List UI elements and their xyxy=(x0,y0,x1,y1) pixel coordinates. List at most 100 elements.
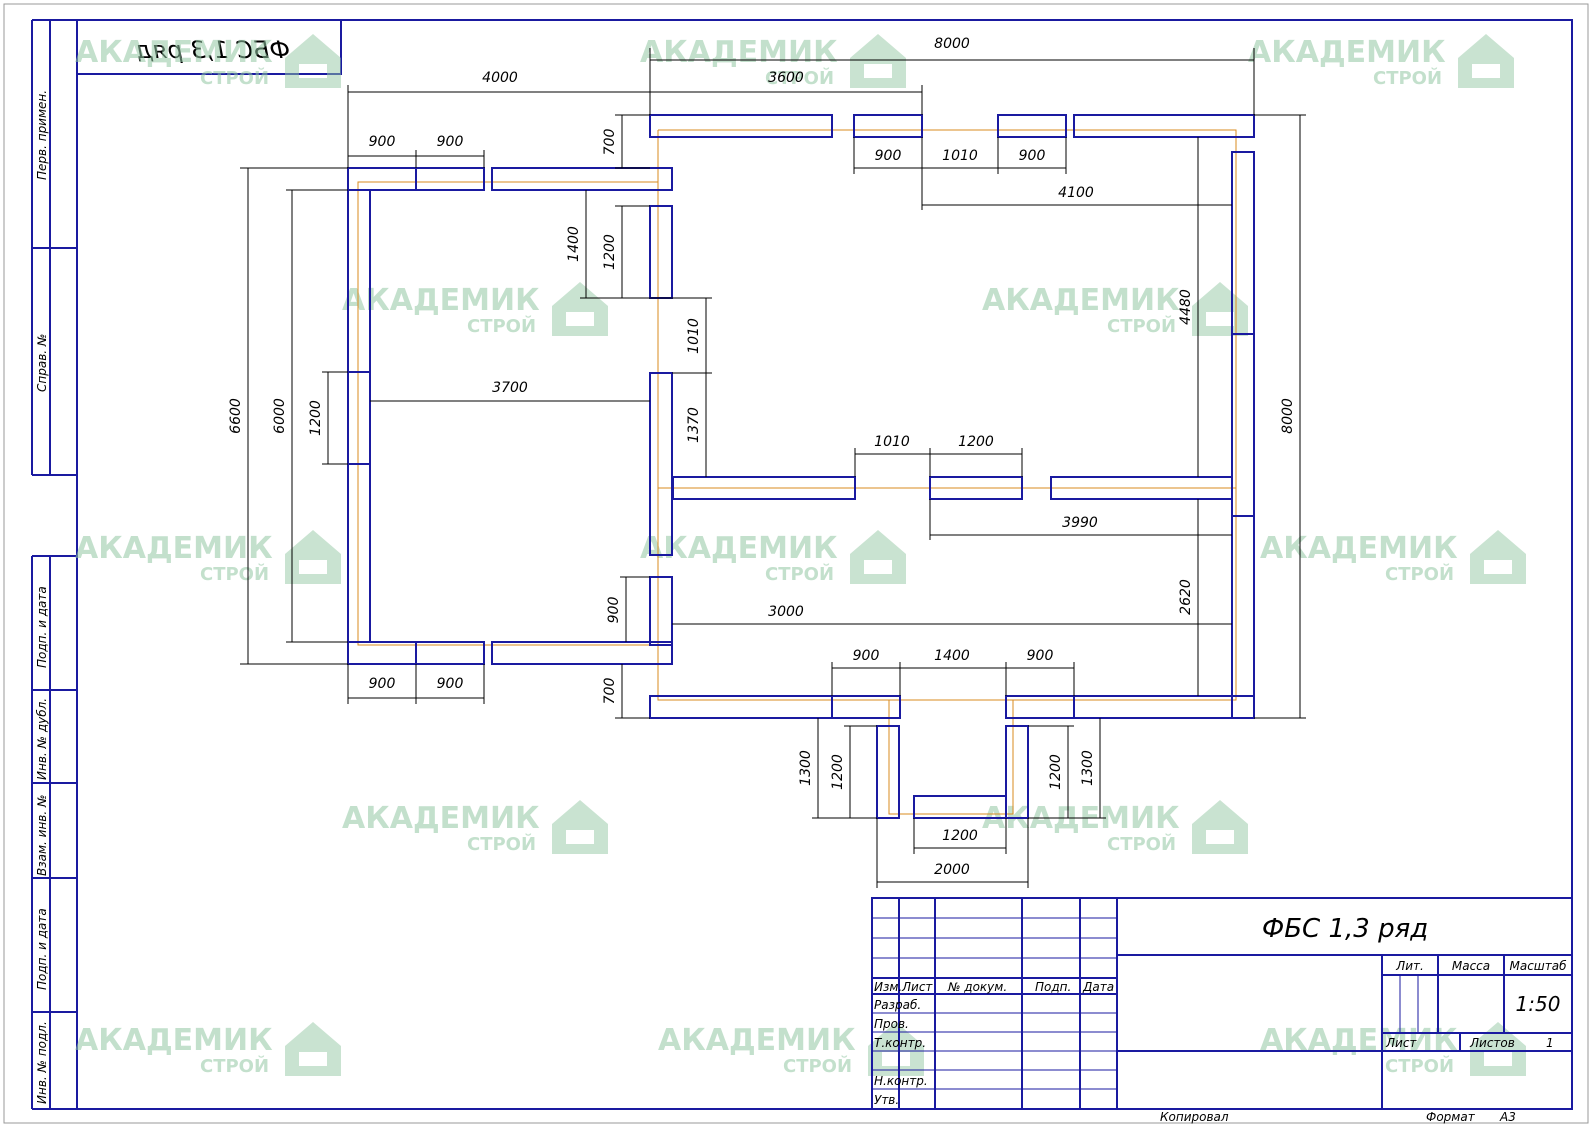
watermark-subtext: СТРОЙ xyxy=(1373,67,1442,89)
dim-1400: 1400 xyxy=(934,648,970,664)
dim-900: 900 xyxy=(1019,148,1046,164)
dim-4100: 4100 xyxy=(1058,185,1094,201)
dim-900: 900 xyxy=(437,676,464,692)
watermark-subtext: СТРОЙ xyxy=(200,1055,269,1077)
dim-1200: 1200 xyxy=(830,754,846,790)
fbs-block xyxy=(876,725,900,819)
watermark-subtext: СТРОЙ xyxy=(1107,833,1176,855)
dim-1300: 1300 xyxy=(798,750,814,786)
house-icon xyxy=(285,530,341,584)
col-dokum: № докум. xyxy=(947,980,1007,994)
house-icon xyxy=(285,1022,341,1076)
dim-1010: 1010 xyxy=(874,434,910,450)
mirrored-stamp-text: ФБС 1,3 ряд xyxy=(136,36,290,64)
dim-1200: 1200 xyxy=(958,434,994,450)
foundation-blocks xyxy=(347,114,1255,819)
house-icon xyxy=(1192,282,1248,336)
drawing-frame xyxy=(76,19,1573,1110)
role-nkontr: Н.контр. xyxy=(874,1074,928,1088)
watermark-subtext: СТРОЙ xyxy=(200,563,269,585)
watermark-subtext: СТРОЙ xyxy=(467,833,536,855)
fbs-block xyxy=(415,167,485,191)
col-list: Лист xyxy=(901,980,933,994)
fbs-block xyxy=(1050,476,1233,500)
role-utv: Утв. xyxy=(874,1093,899,1107)
watermark-text: АКАДЕМИК xyxy=(658,1023,856,1058)
watermark-subtext: СТРОЙ xyxy=(1107,315,1176,337)
watermark-subtext: СТРОЙ xyxy=(467,315,536,337)
fbs-block xyxy=(649,372,673,556)
watermark-text: АКАДЕМИК xyxy=(75,1023,273,1058)
dim-6600: 6600 xyxy=(228,398,244,434)
fbs-block xyxy=(649,205,673,299)
watermark-text: АКАДЕМИК xyxy=(75,35,273,70)
col-podp: Подп. xyxy=(1035,980,1071,994)
format-value: А3 xyxy=(1499,1110,1516,1124)
watermark-text: АКАДЕМИК xyxy=(982,283,1180,318)
fbs-block xyxy=(1073,114,1255,138)
dim-3990: 3990 xyxy=(1062,515,1098,531)
fbs-block xyxy=(649,576,673,646)
side-label-perv: Перв. примен. xyxy=(35,90,49,180)
title-block xyxy=(871,897,1573,1110)
dim-700: 700 xyxy=(602,129,618,156)
watermark-text: АКАДЕМИК xyxy=(342,801,540,836)
house-icon xyxy=(868,1022,924,1076)
dim-900: 900 xyxy=(369,134,396,150)
drawing-title: ФБС 1,3 ряд xyxy=(1262,914,1428,944)
dim-900: 900 xyxy=(1027,648,1054,664)
watermark-text: АКАДЕМИК xyxy=(342,283,540,318)
watermark-subtext: СТРОЙ xyxy=(783,1055,852,1077)
copied-label: Копировал xyxy=(1160,1110,1229,1124)
watermark-subtext: СТРОЙ xyxy=(1385,1055,1454,1077)
fbs-block xyxy=(1005,695,1075,719)
fbs-block xyxy=(649,114,833,138)
dim-3600: 3600 xyxy=(768,70,804,86)
dim-900: 900 xyxy=(853,648,880,664)
scale-value: 1:50 xyxy=(1516,992,1561,1016)
sheets-count: 1 xyxy=(1546,1036,1554,1050)
scale-label: Масштаб xyxy=(1509,959,1567,973)
format-label: Формат xyxy=(1426,1110,1476,1124)
sheet-edge xyxy=(3,3,1589,1124)
dim-3700: 3700 xyxy=(492,380,528,396)
watermark-text: АКАДЕМИК xyxy=(75,531,273,566)
fbs-block xyxy=(347,463,371,643)
dim-1400: 1400 xyxy=(566,226,582,262)
role-tkontr: Т.контр. xyxy=(874,1036,926,1050)
dim-3000: 3000 xyxy=(768,604,804,620)
house-icon xyxy=(850,530,906,584)
dim-900: 900 xyxy=(369,676,396,692)
fbs-block xyxy=(929,476,1023,500)
dim-8000-top: 8000 xyxy=(934,36,970,52)
dim-1300: 1300 xyxy=(1080,750,1096,786)
dim-2620: 2620 xyxy=(1178,579,1194,615)
watermark-layer: АКАДЕМИКСТРОЙАКАДЕМИКСТРОЙАКАДЕМИКСТРОЙА… xyxy=(75,34,1526,1077)
dim-900: 900 xyxy=(606,597,622,624)
dimension-lines xyxy=(240,48,1306,888)
fbs-block xyxy=(997,114,1067,138)
dim-8000-right: 8000 xyxy=(1280,398,1296,434)
fbs-block xyxy=(913,795,1007,819)
dim-900: 900 xyxy=(875,148,902,164)
fbs-block xyxy=(831,695,901,719)
fbs-block xyxy=(491,641,673,665)
mass-label: Масса xyxy=(1452,959,1490,973)
mirrored-stamp: ФБС 1,3 ряд xyxy=(76,19,342,75)
dim-4480: 4480 xyxy=(1178,289,1194,325)
house-icon xyxy=(850,34,906,88)
dim-1200: 1200 xyxy=(602,234,618,270)
fbs-block xyxy=(1231,333,1255,517)
sheet-label: Лист xyxy=(1385,1036,1417,1050)
side-label-vzam: Взам. инв. № xyxy=(35,795,49,876)
wall-axis-lines xyxy=(357,129,1237,815)
dim-4000: 4000 xyxy=(482,70,518,86)
